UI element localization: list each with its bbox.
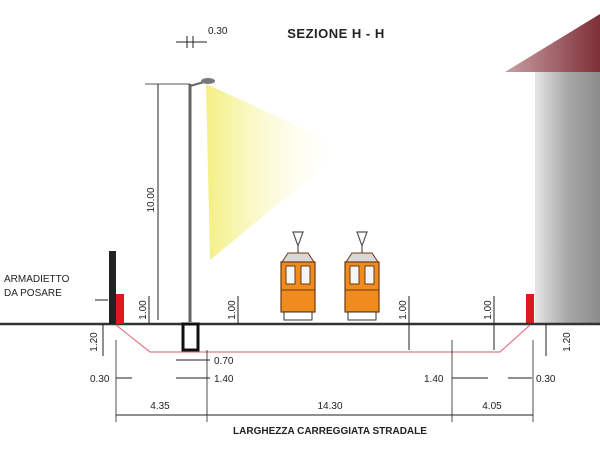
- span-dimensions: 4.35 14.30 4.05: [115, 340, 534, 422]
- tram-left: [280, 231, 316, 321]
- depth-left-label: 1.20: [89, 332, 100, 352]
- edge-right-label: 0.30: [536, 374, 556, 385]
- lamp-width-dimension: 0.30: [176, 26, 228, 48]
- height-center-label: 1.00: [398, 300, 409, 320]
- lamp-head-icon: [201, 78, 215, 84]
- span-left-label: 4.35: [150, 401, 170, 412]
- lamp-width-label: 0.30: [208, 26, 228, 37]
- street-lamp: [181, 78, 215, 352]
- edge-left-label: 0.30: [90, 374, 110, 385]
- cabinet: ARMADIETTO DA POSARE: [4, 251, 124, 324]
- light-beam: [206, 84, 346, 260]
- offset-right-label: 1.40: [424, 374, 444, 385]
- span-right-label: 4.05: [482, 401, 502, 412]
- road-width-caption: LARGHEZZA CARREGGIATA STRADALE: [233, 426, 427, 437]
- trench-profile: [115, 324, 531, 353]
- height-dimensions: 1.00 1.00 1.00 1.00: [138, 296, 495, 350]
- height-mid-label: 1.00: [227, 300, 238, 320]
- pole-height-dimension: 10.00: [145, 83, 190, 320]
- cabinet-label-1: ARMADIETTO: [4, 274, 70, 285]
- left-marker: [116, 294, 124, 324]
- offset-dimensions: 0.70 1.40 1.40 0.30 0.30: [90, 356, 556, 385]
- right-marker: [526, 294, 534, 324]
- building: [505, 14, 600, 325]
- cabinet-label-2: DA POSARE: [4, 288, 62, 299]
- section-title: SEZIONE H - H: [287, 26, 385, 41]
- depth-right-label: 1.20: [562, 332, 573, 352]
- height-left-label: 1.00: [138, 300, 149, 320]
- pole-foundation: [181, 322, 200, 352]
- offset-left-label: 1.40: [214, 374, 234, 385]
- inner-left-label: 0.70: [214, 356, 234, 367]
- tram-right: [344, 231, 380, 321]
- pole-height-label: 10.00: [146, 187, 157, 212]
- height-right-label: 1.00: [483, 300, 494, 320]
- depth-dimensions: 1.20 1.20: [89, 324, 573, 356]
- span-center-label: 14.30: [317, 401, 342, 412]
